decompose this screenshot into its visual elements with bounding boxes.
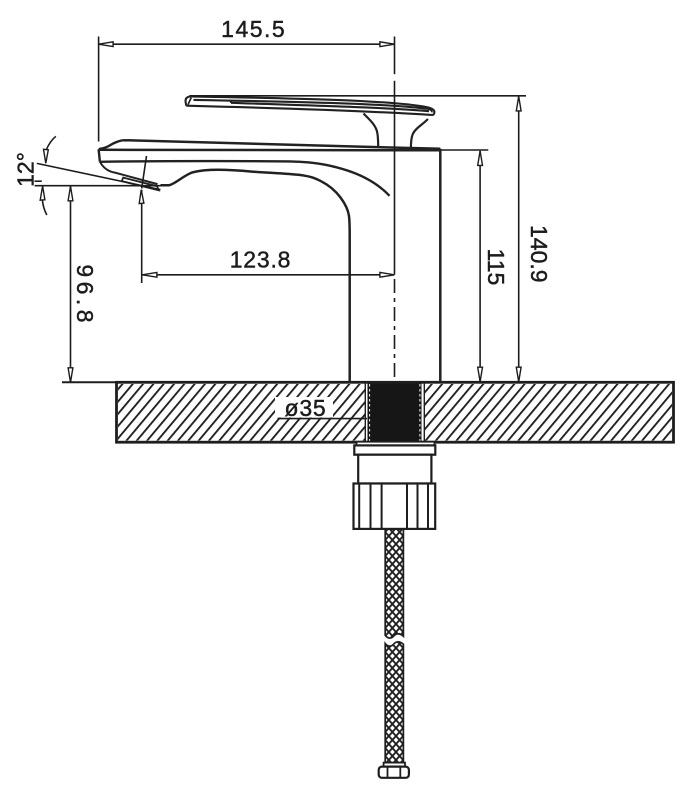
svg-text:115: 115 xyxy=(483,249,509,286)
svg-text:96.8: 96.8 xyxy=(72,264,98,327)
svg-text:145.5: 145.5 xyxy=(221,16,286,42)
svg-text:ø35: ø35 xyxy=(284,395,326,421)
svg-text:123.8: 123.8 xyxy=(230,247,292,273)
svg-text:12°: 12° xyxy=(13,152,39,187)
svg-text:140.9: 140.9 xyxy=(526,225,552,283)
